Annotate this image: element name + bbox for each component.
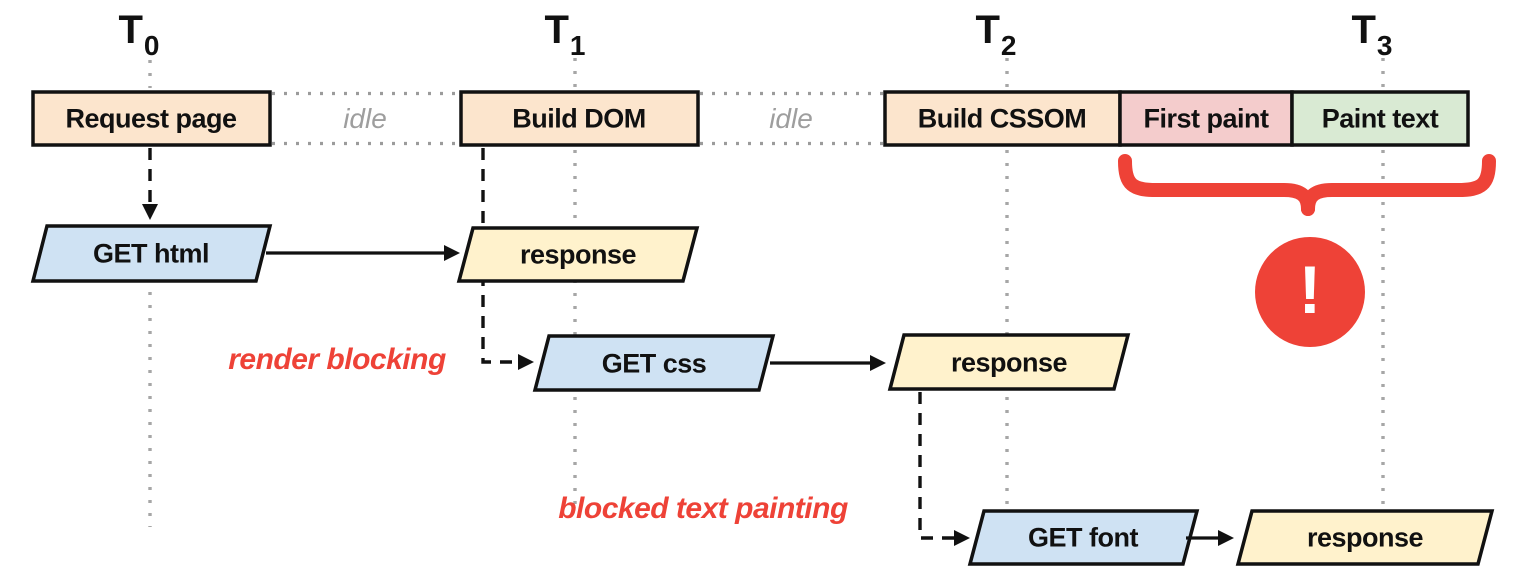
build-dom-to-get-css-dashed-arrow: [481, 148, 534, 370]
t0-subscript: 0: [143, 30, 160, 61]
idle-label-1: idle: [343, 103, 387, 134]
get-font-shape: [967, 509, 1200, 566]
get-html-label: GET html: [93, 238, 210, 269]
timeline-label-t0: T0: [118, 8, 159, 60]
blocked-text-painting-annotation: blocked text painting: [558, 492, 848, 525]
get-font-label: GET font: [1028, 522, 1138, 553]
timeline-dotted-lines: [148, 58, 1385, 527]
network-shapes: [30, 224, 1495, 566]
dashed-connectors: [142, 148, 970, 546]
paint-text-box: [1290, 90, 1470, 147]
timeline-label-t2: T2: [975, 8, 1016, 60]
t2-main: T: [975, 8, 1000, 52]
paint-text-label: Paint text: [1321, 103, 1439, 134]
timeline-label-t3: T3: [1351, 8, 1392, 60]
response-html-label: response: [519, 239, 637, 270]
solid-arrows: [266, 245, 1234, 546]
t0-main: T: [118, 8, 143, 52]
build-cssom-label: Build CSSOM: [917, 103, 1087, 134]
first-paint-label: First paint: [1143, 103, 1269, 134]
brace-right-half: [1301, 154, 1496, 216]
idle-label-2: idle: [769, 103, 813, 134]
build-dom-label: Build DOM: [512, 103, 646, 134]
paint-phase-brace: [1118, 154, 1496, 216]
t3-main: T: [1351, 8, 1376, 52]
build-dom-box: [459, 90, 700, 147]
warning-exclamation-mark: !: [1298, 252, 1322, 328]
get-html-shape: [30, 224, 273, 283]
main-track-boxes: [31, 90, 1470, 147]
response-html-shape: [456, 226, 700, 283]
response-css-shape: [887, 333, 1131, 391]
render-blocking-annotation: render blocking: [228, 343, 446, 376]
t3-subscript: 3: [1376, 30, 1393, 61]
timeline-label-t1: T1: [544, 8, 585, 60]
response-font-shape: [1235, 509, 1495, 566]
t1-main: T: [544, 8, 569, 52]
request-page-label: Request page: [65, 103, 237, 134]
response-css-to-get-font-dashed-arrow: [918, 392, 970, 546]
t1-subscript: 1: [569, 30, 586, 61]
response-font-label: response: [1306, 522, 1424, 553]
brace-left-half: [1118, 154, 1315, 216]
t2-subscript: 2: [1000, 30, 1017, 61]
response-css-label: response: [950, 347, 1068, 378]
get-css-label: GET css: [601, 348, 707, 379]
warning-icon: !: [1255, 237, 1365, 347]
get-css-shape: [532, 334, 776, 392]
request-page-box: [31, 90, 272, 147]
